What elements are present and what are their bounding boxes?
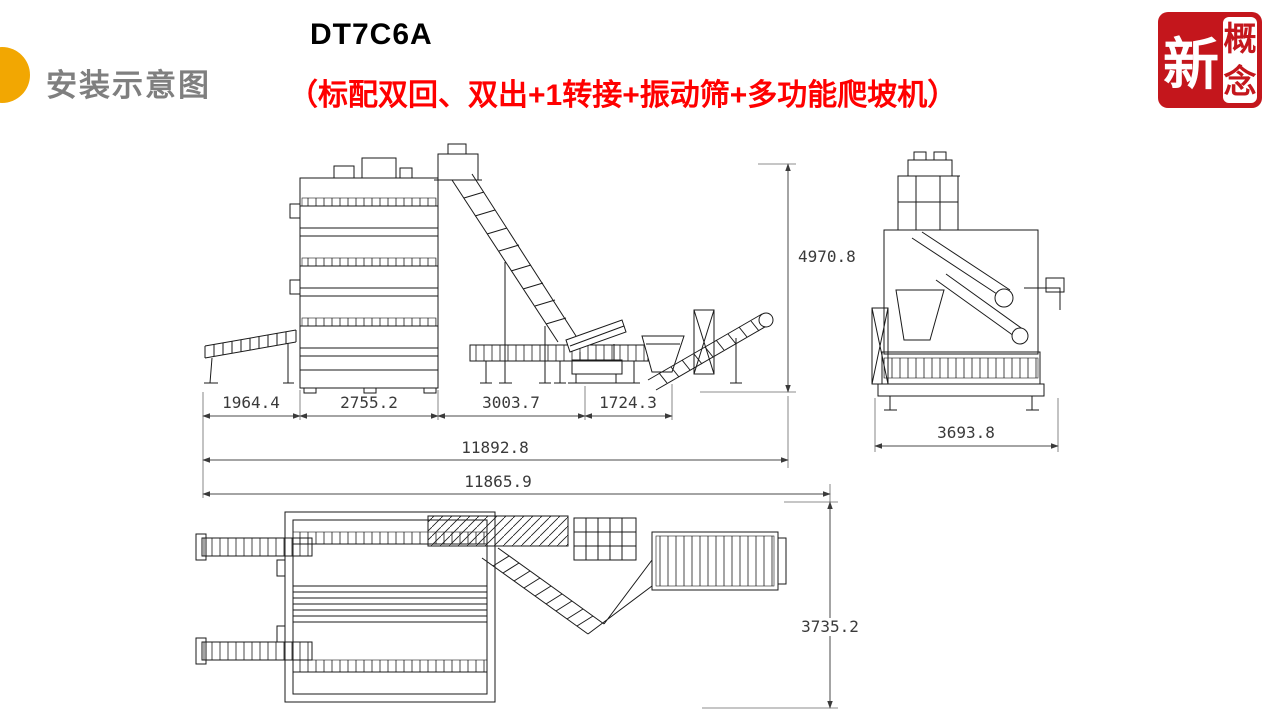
accent-circle <box>0 47 30 103</box>
seal-char-main: 新 <box>1163 31 1219 98</box>
dimension-segment-2: 2755.2 <box>340 393 398 412</box>
dimension-segment-1: 1964.4 <box>222 393 280 412</box>
dimension-end-width: 3693.8 <box>937 423 995 442</box>
dimension-plan-width: 3735.2 <box>801 617 859 636</box>
seal-char-bottom: 念 <box>1223 62 1257 101</box>
dimension-side-height: 4970.8 <box>798 247 856 266</box>
dimension-annotations: 4970.8 1964.4 2755.2 3003.7 1724.3 11892… <box>202 163 1059 709</box>
dimension-plan-length: 11865.9 <box>464 472 531 491</box>
company-seal: 新 概 念 <box>1158 12 1262 108</box>
dimension-segment-3: 3003.7 <box>482 393 540 412</box>
side-view-drawing <box>204 143 774 394</box>
plan-view-drawing <box>195 511 787 703</box>
seal-side-column: 概 念 <box>1223 17 1257 103</box>
installation-drawing: 4970.8 1964.4 2755.2 3003.7 1724.3 11892… <box>195 143 1065 709</box>
model-title: DT7C6A <box>310 18 433 51</box>
section-title: 安装示意图 <box>46 68 211 103</box>
dimension-segment-4: 1724.3 <box>599 393 657 412</box>
dimension-total-length: 11892.8 <box>461 438 528 457</box>
seal-char-top: 概 <box>1223 19 1257 58</box>
config-subtitle: （标配双回、双出+1转接+振动筛+多功能爬坡机） <box>288 79 958 112</box>
end-view-drawing <box>871 151 1065 411</box>
